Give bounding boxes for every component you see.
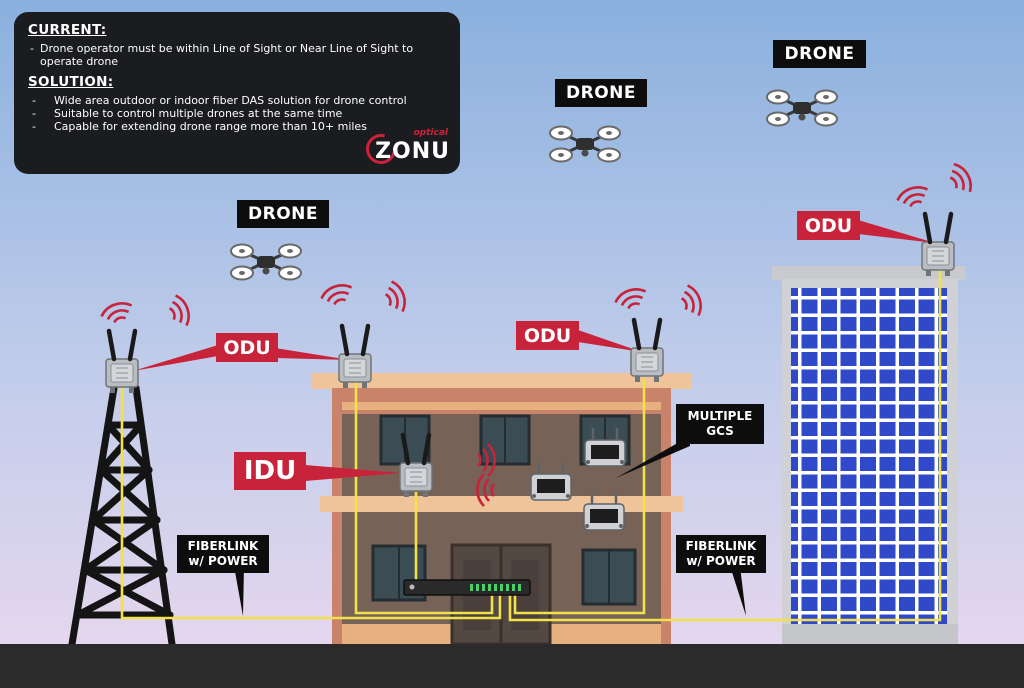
- drone-label: DRONE: [237, 200, 329, 228]
- odu-label: ODU: [797, 211, 860, 240]
- drone-label: DRONE: [773, 40, 866, 68]
- fiberlink-power-label-left: FIBERLINK w/ POWER: [177, 535, 269, 573]
- fiberlink-left-pointer: [234, 566, 244, 616]
- multiple-gcs-label: MULTIPLE GCS: [676, 404, 764, 444]
- glass-tower-building: [772, 266, 966, 644]
- current-heading: CURRENT:: [28, 22, 107, 38]
- logo-small-text: optical: [413, 128, 448, 138]
- gcs-pointer: [616, 436, 690, 478]
- odu-label: ODU: [516, 321, 579, 350]
- central-building: [312, 373, 691, 646]
- solution-list: Wide area outdoor or indoor fiber DAS so…: [28, 94, 446, 133]
- current-item: Drone operator must be within Line of Si…: [28, 42, 446, 68]
- odu-label: ODU: [216, 333, 278, 362]
- logo-main-text: ZONU: [375, 139, 450, 164]
- label-pointers: [133, 220, 935, 481]
- info-panel: CURRENT: Drone operator must be within L…: [14, 12, 460, 174]
- solution-item: Wide area outdoor or indoor fiber DAS so…: [28, 94, 446, 107]
- drone-label: DRONE: [555, 79, 647, 107]
- idu-label: IDU: [234, 452, 306, 490]
- solution-item: Suitable to control multiple drones at t…: [28, 107, 446, 120]
- fiberlink-power-label-right: FIBERLINK w/ POWER: [676, 535, 766, 573]
- zonu-logo: optical ZONU: [360, 128, 450, 170]
- fiber-switch-unit: [403, 579, 531, 596]
- fiberlink-right-pointer: [730, 566, 746, 616]
- solution-item: Capable for extending drone range more t…: [28, 120, 446, 133]
- ground: [0, 644, 1024, 688]
- current-list: Drone operator must be within Line of Si…: [28, 42, 446, 68]
- fiber-cable-lines: [120, 270, 942, 622]
- solution-heading: SOLUTION:: [28, 74, 114, 90]
